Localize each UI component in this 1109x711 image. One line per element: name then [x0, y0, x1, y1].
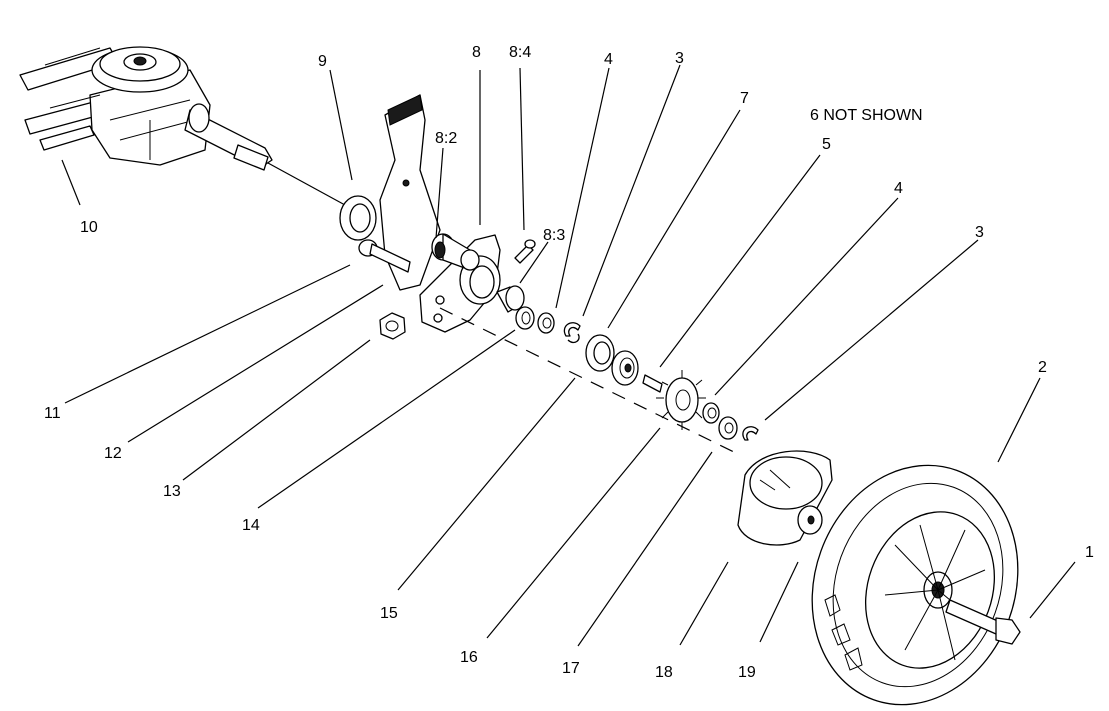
label-11: 11 — [44, 405, 61, 422]
leader-7 — [607, 109, 741, 329]
leader-8-3 — [519, 241, 549, 284]
label-4-b: 4 — [894, 180, 903, 197]
label-4-a: 4 — [604, 51, 613, 68]
leader-9 — [329, 69, 353, 181]
leader-15 — [397, 377, 576, 591]
note-6-not-shown: 6 NOT SHOWN — [810, 107, 923, 124]
part-3-clip-b — [742, 426, 759, 441]
label-17: 17 — [562, 660, 580, 677]
leader-17 — [577, 451, 713, 647]
part-16-pinion-gear — [656, 370, 706, 430]
part-19-washer — [797, 505, 823, 535]
leader-8-4 — [519, 67, 525, 231]
label-2: 2 — [1038, 359, 1047, 376]
part-14-washer — [515, 306, 535, 330]
transmission-assembly — [19, 46, 273, 171]
leader-3a — [582, 64, 681, 317]
part-8-3-bushing — [496, 285, 525, 313]
label-9: 9 — [318, 53, 327, 70]
label-15: 15 — [380, 605, 398, 622]
part-5-key — [642, 374, 663, 393]
assembly-axis — [439, 307, 741, 456]
leader-19 — [759, 561, 799, 643]
label-5: 5 — [822, 136, 831, 153]
leader-1 — [1029, 561, 1076, 619]
leader-14 — [257, 329, 516, 509]
label-18: 18 — [655, 664, 673, 681]
part-4-washer-a — [537, 312, 555, 334]
label-3-a: 3 — [675, 50, 684, 67]
label-14: 14 — [242, 517, 260, 534]
part-8-2-shaft — [431, 233, 480, 271]
label-19: 19 — [738, 664, 756, 681]
label-7: 7 — [740, 90, 749, 107]
leader-8-2 — [435, 147, 444, 239]
leader-11 — [64, 264, 351, 404]
leader-12 — [127, 284, 384, 443]
part-4-washer-b — [702, 402, 720, 424]
axle-centerline — [267, 162, 346, 206]
label-8-2: 8:2 — [435, 130, 457, 147]
label-8: 8 — [472, 44, 481, 61]
part-2-wheel — [811, 464, 1019, 706]
leader-13 — [182, 339, 371, 481]
label-10: 10 — [80, 219, 98, 236]
part-8-4-screw — [514, 239, 536, 264]
leader-16 — [486, 427, 661, 639]
leader-10 — [61, 159, 81, 206]
part-1-wheel-bolt — [945, 599, 1021, 645]
part-13-nut — [379, 312, 406, 340]
label-8-4: 8:4 — [509, 44, 531, 61]
label-1: 1 — [1085, 544, 1094, 561]
leader-5 — [659, 154, 821, 368]
label-3-b: 3 — [975, 224, 984, 241]
part-15-bearing — [585, 334, 615, 372]
leader-18 — [679, 561, 729, 646]
leader-2 — [997, 377, 1041, 463]
part-3-clip-a — [563, 322, 581, 344]
label-16: 16 — [460, 649, 478, 666]
label-8-3: 8:3 — [543, 227, 565, 244]
leader-4a — [555, 67, 610, 309]
part-11-bolt — [358, 239, 411, 273]
part-9-washer — [339, 195, 377, 241]
leader-3b — [764, 239, 979, 421]
height-adjust-bracket — [379, 94, 441, 291]
label-13: 13 — [163, 483, 181, 500]
label-12: 12 — [104, 445, 122, 462]
leader-4b — [714, 197, 899, 396]
part-17-spacer — [718, 416, 738, 440]
part-7-bearing — [611, 350, 639, 386]
